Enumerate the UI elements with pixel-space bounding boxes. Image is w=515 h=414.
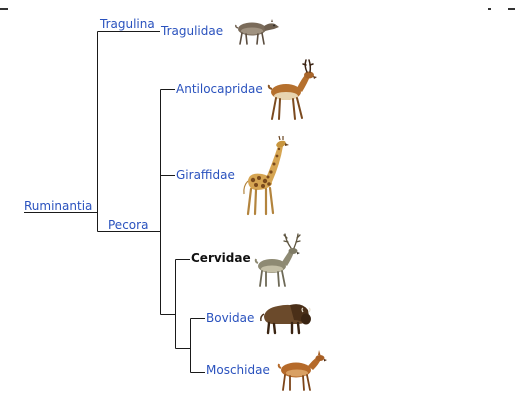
deer-icon[interactable] (252, 232, 304, 288)
taxon-bovidae[interactable]: Bovidae (206, 311, 255, 325)
bison-icon[interactable] (258, 300, 314, 336)
top-edge-fragment (0, 0, 515, 10)
pronghorn-icon[interactable] (264, 58, 320, 122)
taxon-tragulidae[interactable]: Tragulidae (161, 24, 224, 38)
clade-pecora[interactable]: Pecora (108, 218, 149, 232)
taxon-giraffidae[interactable]: Giraffidae (176, 168, 235, 182)
giraffe-icon[interactable] (238, 134, 290, 216)
clade-tragulina[interactable]: Tragulina (100, 17, 155, 31)
taxon-moschidae[interactable]: Moschidae (206, 363, 270, 377)
clade-ruminantia[interactable]: Ruminantia (24, 199, 93, 213)
musk-deer-icon[interactable] (276, 348, 328, 392)
taxon-cervidae: Cervidae (191, 251, 251, 265)
taxon-antilocapridae[interactable]: Antilocapridae (176, 82, 263, 96)
chevrotain-icon[interactable] (230, 16, 282, 46)
